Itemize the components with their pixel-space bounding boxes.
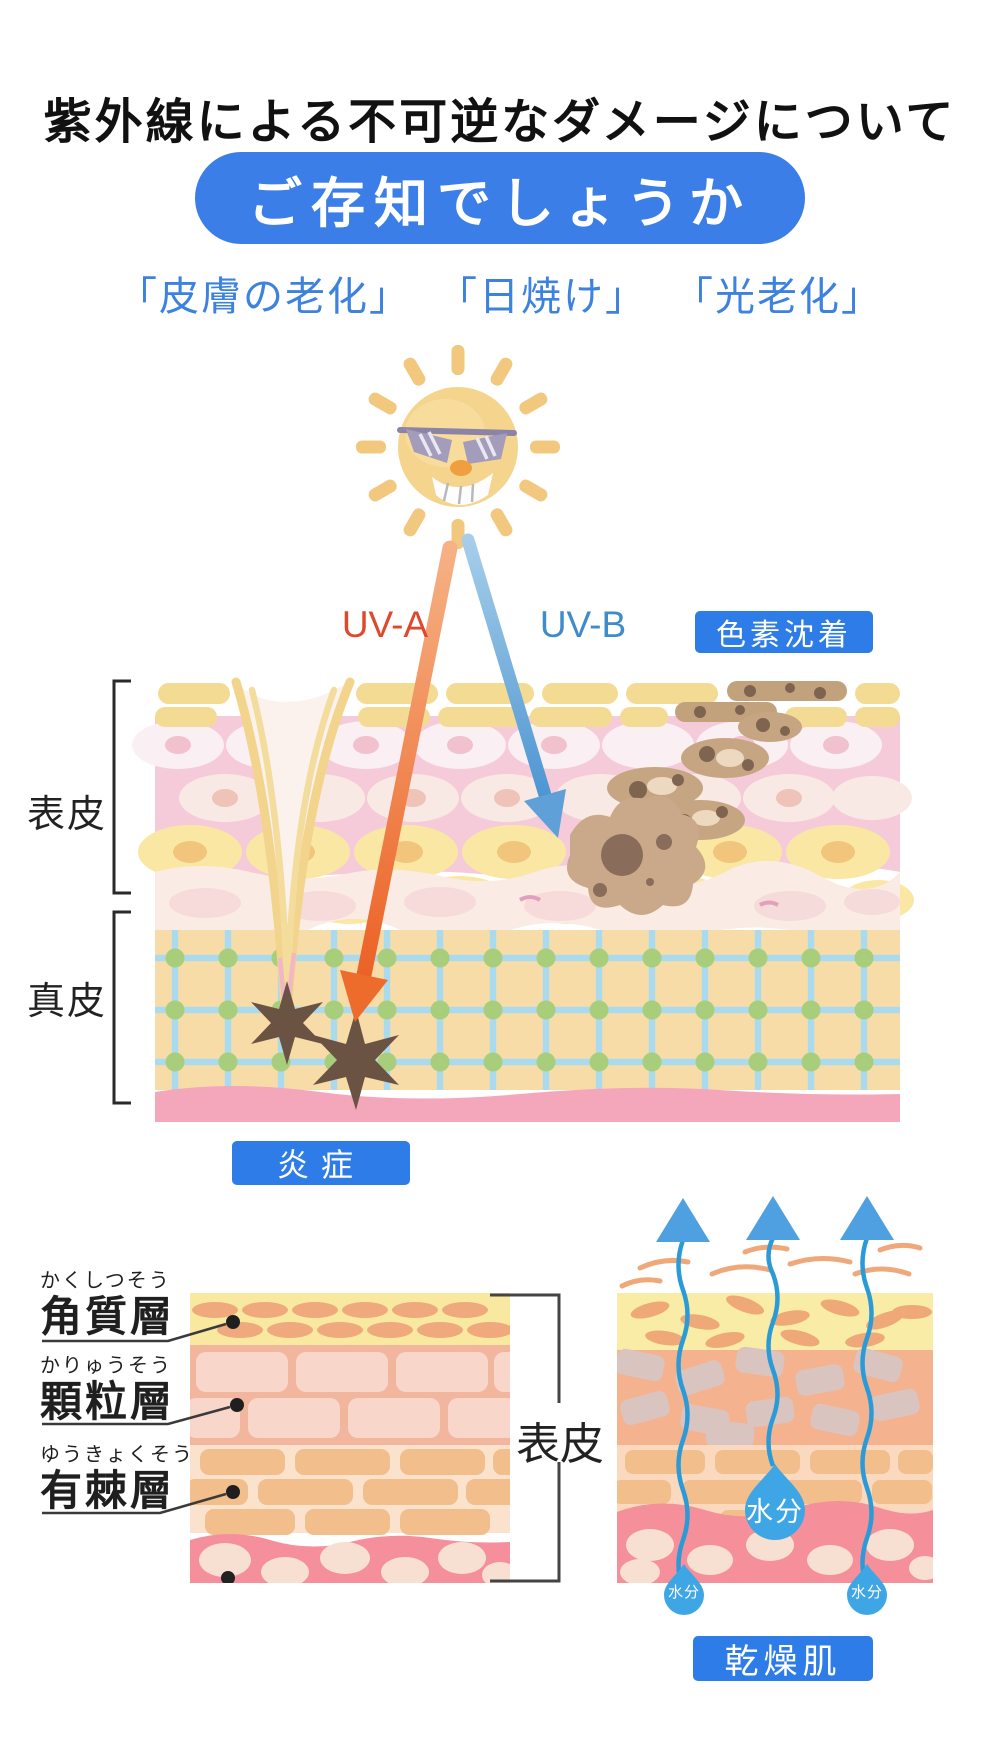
uv-a-label: UV-A [341,604,429,645]
dryness-marks [619,1242,923,1289]
layer-label-stratum-corneum: かくしつそう 角質層 [40,1264,175,1339]
uv-a-arrow [340,540,458,1022]
furigana-spinous: ゆうきょくそう [40,1444,194,1466]
epidermis-layers-diagram [42,1293,561,1583]
furigana-stratum-corneum: かくしつそう [40,1270,171,1292]
page-title: 紫外線による不可逆なダメージについて [43,96,957,149]
bottom-left-epidermis-bracket [490,1293,561,1583]
inflammation-stars [251,981,399,1110]
inflammation-badge: 炎症 [232,1141,410,1185]
evaporation-arrows [676,1236,874,1591]
kanji-granular: 顆粒層 [40,1378,176,1425]
kanji-spinous: 有棘層 [40,1467,176,1514]
furigana-granular: かりゅうそう [40,1355,172,1377]
pigmentation-badge: 色素沈着 [695,611,873,653]
dry-skin-badge: 乾燥肌 [693,1636,873,1681]
bottom-epidermis-label: 表皮 [516,1420,604,1469]
sun-icon [356,345,560,549]
layer-label-spinous: ゆうきょくそう 有棘層 [40,1438,194,1513]
dry-skin-diagram [617,1196,933,1615]
sunglasses-icon [397,427,517,464]
uv-b-arrow [461,533,566,838]
uv-b-label: UV-B [539,604,627,645]
layer-label-granular: かりゅうそう 顆粒層 [40,1349,175,1424]
epidermis-bracket [112,679,131,895]
moisture-label-small-left: 水分 [667,1584,700,1601]
subtitle-item-aging: 「皮膚の老化」 [117,275,411,319]
layer-leader-lines [42,1322,231,1515]
subtitle: 「皮膚の老化」 「日焼け」 「光老化」 [0,264,1000,322]
subtitle-item-sunburn: 「日焼け」 [437,275,647,319]
epidermis-label: 表皮 [26,794,107,836]
moisture-label-big: 水分 [746,1497,804,1527]
kanji-stratum-corneum: 角質層 [40,1293,176,1340]
moisture-drops [664,1464,887,1615]
dermis-bracket [112,910,131,1105]
dermis-label: 真皮 [26,981,107,1023]
melanocyte-cell [566,796,706,915]
skin-cross-section-main [112,533,914,1122]
moisture-label-small-right: 水分 [850,1584,883,1601]
headline-pill-badge: ご存知でしょうか [195,152,805,244]
subtitle-item-photoaging: 「光老化」 [673,275,883,319]
